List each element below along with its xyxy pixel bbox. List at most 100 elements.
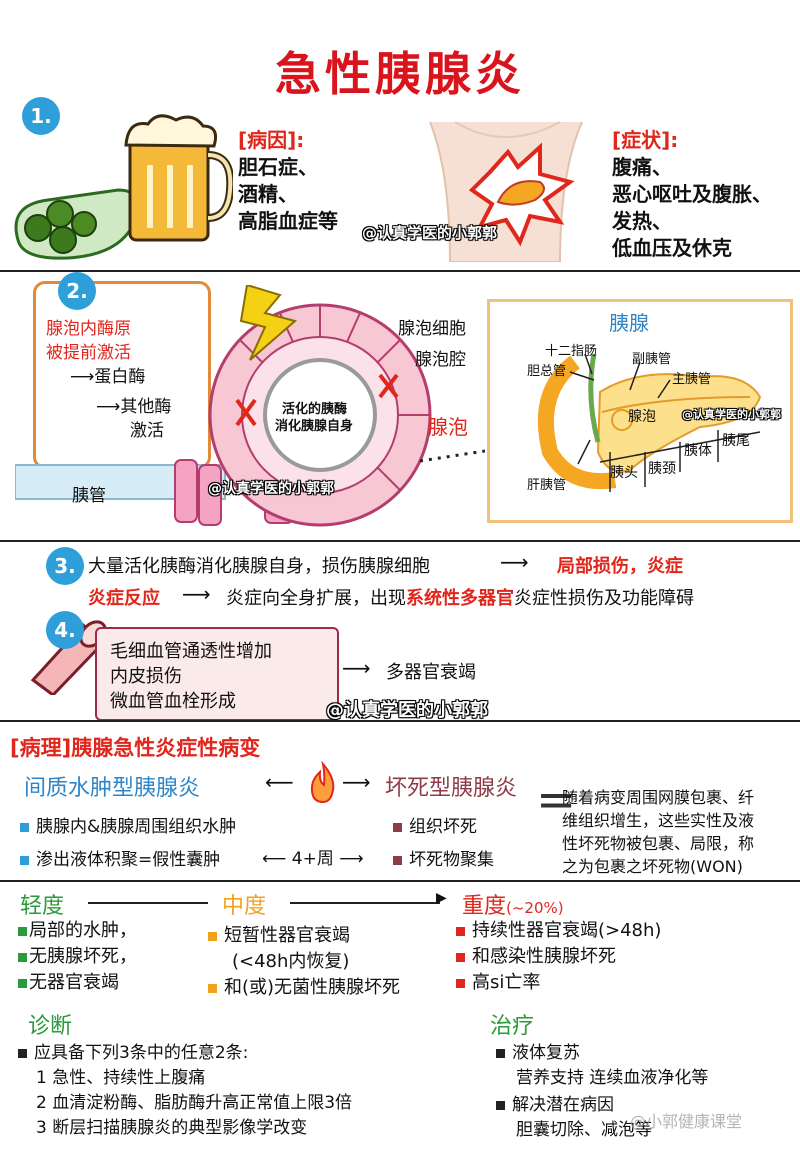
pancreas-panel	[487, 299, 793, 523]
moderate-label: 中度	[222, 894, 267, 919]
systemic-text-b: 炎症性损伤及功能障碍	[514, 588, 694, 609]
duodenum-label: 十二指肠	[545, 344, 598, 359]
activation-text: 腺泡内酶原	[46, 319, 131, 339]
enzyme-item: ⟶其他酶	[96, 397, 172, 417]
systemic-text-a: 炎症向全身扩展，出现	[226, 588, 406, 609]
treatment-heading: 治疗	[490, 1014, 535, 1039]
cause-heading: [病因]:	[238, 128, 305, 152]
won-note: 随着病变周围网膜包裹、纤	[562, 788, 755, 807]
symptom-item: 恶心呕吐及腹胀、	[612, 182, 772, 206]
arrow: ⟶	[342, 770, 371, 794]
abdominal-pain-icon	[429, 121, 583, 262]
organ-failure-text: 多器官衰竭	[386, 662, 476, 683]
moderate-item: (<48h内恢复)	[232, 951, 350, 972]
watermark: @认真学医的小郭郭	[326, 700, 488, 721]
treatment-item: 液体复苏	[496, 1041, 580, 1066]
accessory-duct-label: 副胰管	[632, 352, 672, 367]
watermark: @认真学医的小郭郭	[208, 481, 334, 497]
diagnosis-item: 3 断层扫描胰腺炎的典型影像学改变	[36, 1118, 308, 1138]
divider	[0, 720, 800, 722]
acinus-small-label: 腺泡	[628, 409, 656, 425]
arrow: ⟵	[265, 770, 294, 794]
symptom-item: 低血压及休克	[612, 236, 732, 260]
arrow: ⟶	[500, 550, 529, 574]
diagnosis-heading: 诊断	[28, 1014, 73, 1039]
enzyme-item: ⟶蛋白酶	[70, 367, 146, 387]
won-note: 性坏死物被包裹、局限，称	[562, 834, 755, 853]
weeks-arrow: ⟵ 4+周 ⟶	[262, 849, 364, 869]
hepatopancreatic-duct-label: 肝胰管	[527, 478, 567, 493]
vascular-item: 内皮损伤	[110, 666, 182, 687]
pancreas-illustration	[537, 353, 762, 492]
moderate-item: 短暂性器官衰竭	[208, 923, 350, 949]
moderate-item: 和(或)无菌性胰腺坏死	[208, 975, 400, 1001]
equals-sign: =	[536, 772, 577, 828]
watermark: @认真学医的小郭郭	[682, 408, 781, 421]
divider	[0, 880, 800, 882]
mild-item: 无胰腺坏死，	[18, 944, 137, 970]
mild-item: 无器官衰竭	[18, 970, 119, 996]
interstitial-type: 间质水肿型胰腺炎	[24, 776, 201, 801]
acinus-illustration	[15, 285, 485, 527]
watermark: @小郭健康课堂	[630, 1112, 743, 1131]
diagnosis-item: 1 急性、持续性上腹痛	[36, 1068, 206, 1088]
flame-icon	[310, 760, 335, 804]
systemic-line: 炎症向全身扩展，出现系统性多器官炎症性损伤及功能障碍	[226, 584, 694, 610]
treatment-item: 解决潜在病因	[496, 1093, 614, 1118]
interstitial-item: 渗出液体积聚=假性囊肿	[20, 845, 220, 870]
enzyme-activation-box	[33, 281, 211, 469]
step-badge-3: 3.	[46, 547, 84, 585]
pancreas-title: 胰腺	[609, 311, 649, 335]
duct-label: 胰管	[72, 486, 106, 506]
symptom-item: 腹痛、	[612, 155, 672, 179]
diagnosis-item: 2 血清淀粉酶、脂肪酶升高正常值上限3倍	[36, 1093, 353, 1113]
scale-line	[290, 902, 440, 904]
cause-item: 酒精、	[238, 182, 298, 206]
center-label: 活化的胰酶	[282, 402, 348, 417]
treatment-item: 营养支持 连续血液净化等	[516, 1068, 709, 1088]
enzyme-item: 激活	[130, 421, 164, 441]
mild-label: 轻度	[20, 894, 65, 919]
necrotic-item: 坏死物聚集	[393, 845, 494, 870]
beer-icon	[14, 114, 233, 260]
vascular-item: 毛细血管通透性增加	[110, 641, 272, 662]
page-title: 急性胰腺炎	[275, 47, 525, 101]
scale-line	[88, 902, 208, 904]
mild-item: 局部的水肿，	[18, 918, 137, 944]
watermark: @认真学医的小郭郭	[362, 224, 498, 242]
mechanism-line: 大量活化胰酶消化胰腺自身，损伤胰腺细胞	[88, 556, 430, 577]
arrowhead: ▶	[436, 890, 447, 906]
symptom-heading: [症状]:	[612, 128, 679, 152]
acinus-label: 腺泡	[428, 415, 468, 439]
bile-duct-label: 胆总管	[527, 364, 567, 379]
vascular-item: 微血管血栓形成	[110, 691, 236, 712]
won-note: 维组织增生，这些实性及液	[562, 811, 755, 830]
tail-label: 胰尾	[722, 433, 750, 449]
arrow: ⟶	[342, 656, 371, 680]
body-label: 胰体	[684, 443, 712, 459]
step-badge-2: 2.	[58, 272, 96, 310]
cause-item: 高脂血症等	[238, 209, 338, 233]
head-label: 胰头	[610, 465, 638, 481]
severe-label: 重度(~20%)	[462, 894, 564, 919]
severe-item: 和感染性胰腺坏死	[456, 944, 616, 970]
necrotic-item: 组织坏死	[393, 812, 477, 837]
systemic-organ-text: 系统性多器官	[406, 588, 514, 609]
step-badge-4: 4.	[46, 611, 84, 649]
severe-item: 高si亡率	[456, 970, 540, 996]
local-injury-text: 局部损伤，炎症	[557, 556, 683, 577]
interstitial-item: 胰腺内&胰腺周围组织水肿	[20, 812, 236, 837]
severe-item: 持续性器官衰竭(>48h)	[456, 918, 661, 944]
activation-text: 被提前激活	[46, 343, 131, 363]
won-note: 之为包裹之坏死物(WON)	[562, 857, 743, 876]
acinar-cell-label: 腺泡细胞	[398, 319, 466, 339]
divider	[0, 270, 800, 272]
center-label: 消化胰腺自身	[275, 419, 354, 434]
divider	[0, 540, 800, 542]
symptom-item: 发热、	[612, 209, 672, 233]
step-badge-1: 1.	[22, 97, 60, 135]
neck-label: 胰颈	[648, 461, 676, 477]
necrotic-type: 坏死型胰腺炎	[385, 776, 518, 801]
main-duct-label: 主胰管	[672, 372, 712, 387]
pathology-heading: [病理]胰腺急性炎症性病变	[10, 736, 261, 760]
